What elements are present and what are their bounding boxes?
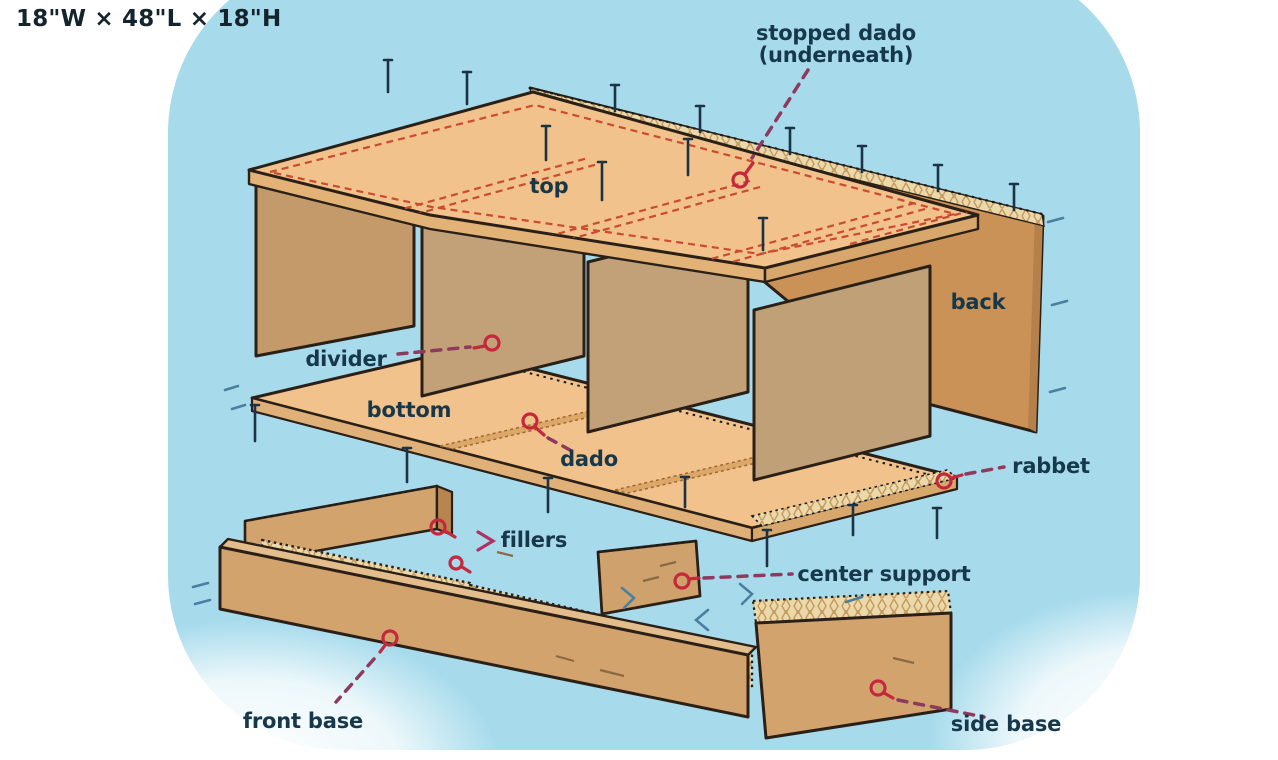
- marker-center-support: [673, 572, 701, 590]
- marker-filler-1: [429, 518, 457, 539]
- divider-3: [752, 264, 932, 482]
- label-stopped-dado-line1: stopped dado: [756, 20, 916, 45]
- label-bottom: bottom: [366, 397, 452, 422]
- leader-dado: [546, 436, 572, 452]
- marker-stopped-dado: [731, 161, 755, 189]
- callout-markers: [378, 161, 964, 700]
- leader-lines: [334, 68, 1006, 719]
- blue-marks: [191, 216, 1069, 632]
- fillers-arrow: [476, 530, 497, 552]
- leader-front-base: [334, 657, 376, 704]
- label-stopped-dado-line2: (underneath): [758, 43, 914, 67]
- label-top: top: [529, 173, 569, 198]
- dimensions-text: 18"W × 48"L × 18"H: [16, 6, 282, 32]
- leader-center-support: [702, 572, 794, 580]
- center-support: [596, 539, 702, 616]
- label-center-support: center support: [797, 561, 971, 586]
- label-fillers: fillers: [500, 527, 568, 552]
- marker-front-base: [378, 629, 399, 654]
- label-front-base: front base: [242, 708, 364, 733]
- marker-rabbet: [935, 472, 964, 490]
- front-base: [218, 537, 758, 719]
- label-stopped-dado: stopped dado (underneath): [756, 22, 916, 66]
- label-back: back: [950, 289, 1006, 314]
- nails: [249, 58, 1020, 568]
- bottom-nails: [249, 403, 943, 568]
- label-side-base: side base: [950, 711, 1062, 736]
- base-assembly: [218, 484, 953, 740]
- label-divider: divider: [305, 346, 387, 371]
- side-base: [751, 589, 953, 740]
- label-rabbet: rabbet: [1012, 453, 1090, 478]
- top-nails: [382, 58, 1020, 252]
- leader-stopped-dado: [750, 68, 810, 160]
- marker-divider: [472, 334, 501, 352]
- leader-side-base: [896, 698, 986, 719]
- top-panel: [247, 90, 980, 284]
- leader-rabbet: [964, 465, 1006, 476]
- leader-divider: [396, 345, 472, 356]
- marker-side-base: [869, 679, 895, 700]
- label-dado: dado: [560, 446, 618, 471]
- marker-filler-2: [448, 555, 472, 574]
- marker-dado: [521, 412, 546, 437]
